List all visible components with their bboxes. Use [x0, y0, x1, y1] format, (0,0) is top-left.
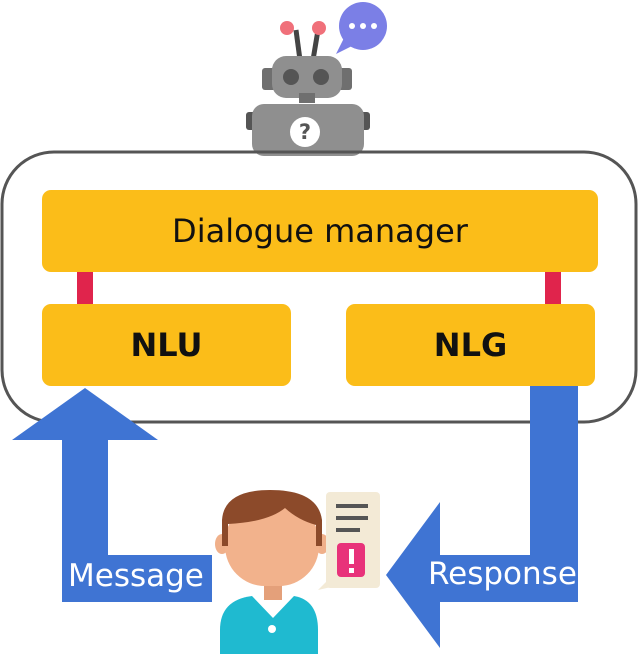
- message-label: Message: [68, 558, 204, 594]
- dialogue-manager-label: Dialogue manager: [172, 212, 468, 250]
- nlg-label: NLG: [433, 326, 508, 364]
- robot-icon: ?: [246, 21, 370, 156]
- dialogue-manager-box: Dialogue manager: [42, 190, 598, 272]
- svg-text:?: ?: [299, 120, 311, 144]
- connector-dm-nlg: [545, 270, 561, 306]
- response-label: Response: [428, 556, 577, 592]
- nlu-label: NLU: [130, 326, 203, 364]
- connector-dm-nlu: [77, 270, 93, 306]
- response-arrow: [386, 385, 578, 648]
- nlg-box: NLG: [346, 304, 595, 386]
- user-avatar-icon: [215, 490, 329, 654]
- nlu-box: NLU: [42, 304, 291, 386]
- chatbot-container: [0, 150, 638, 424]
- message-arrow: [12, 388, 212, 602]
- speech-bubble-icon: [336, 2, 387, 54]
- alert-message-icon: [318, 492, 380, 590]
